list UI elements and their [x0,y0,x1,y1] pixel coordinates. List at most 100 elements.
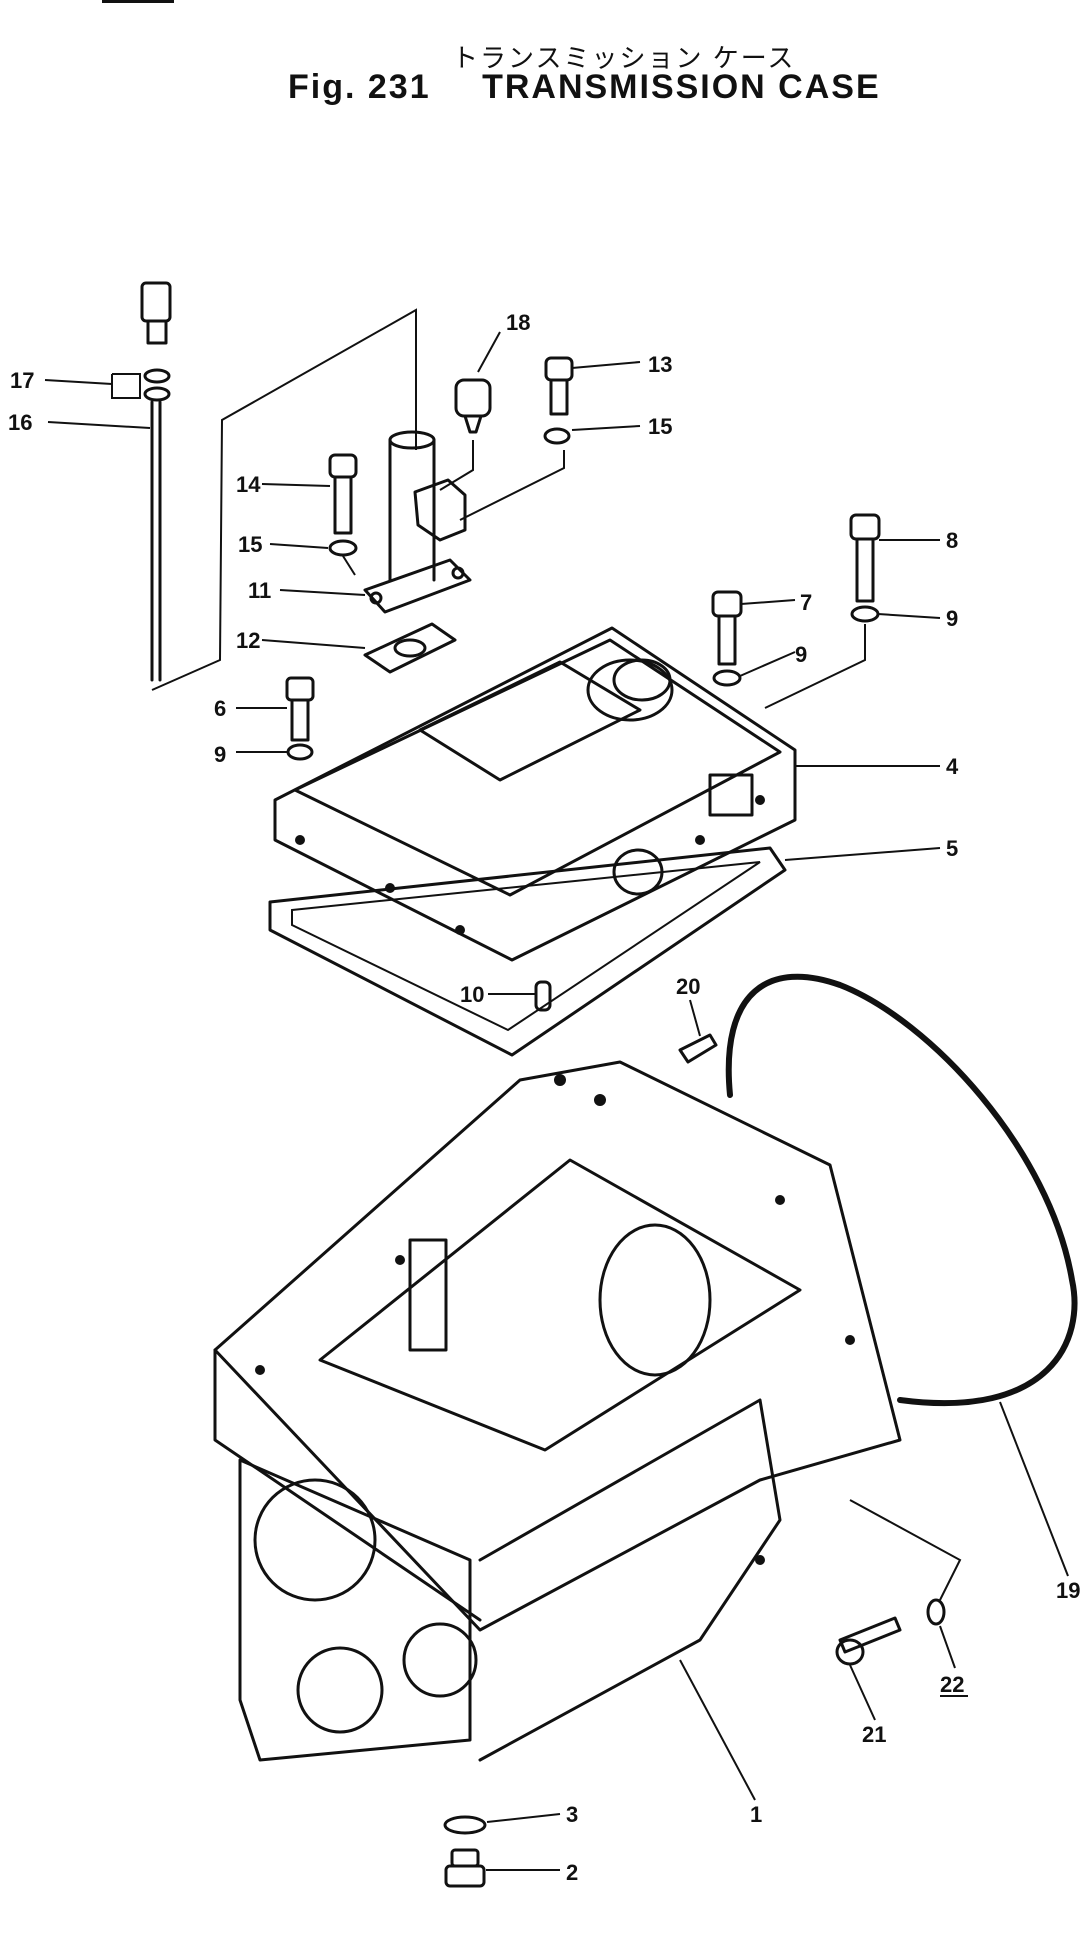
leader-9b [739,651,796,677]
top-rule [102,0,174,3]
leader-7 [740,599,796,605]
case-large-bore [253,1478,377,1602]
bolt-7 [711,590,743,666]
leader-20 [689,999,701,1037]
callout-1: 1 [750,1802,762,1827]
cover-bolt-hole [695,835,705,845]
bolt-6-shank [290,698,310,742]
cover-outline [273,626,797,962]
case-rear-bore [598,1223,712,1377]
leader-16 [47,421,151,429]
leader-lines [44,331,1069,1871]
callout-21: 21 [862,1722,886,1747]
dipstick-assembly [140,281,172,682]
callout-10: 10 [460,982,484,1007]
case-cylinder-body [478,1398,782,1762]
drain-plug-2 [444,1848,486,1888]
bolt-21-guide [849,1499,962,1601]
washer-15-left [328,539,358,557]
leader-15b [571,425,641,431]
bolt-14-head [328,453,358,479]
leader-17-bracket [111,373,141,399]
leader-11 [279,589,366,596]
leader-21 [849,1664,876,1721]
leader-3 [486,1813,561,1823]
bolt-6 [285,676,315,742]
case-bolt-hole [255,1365,265,1375]
leader-22 [939,1625,956,1669]
bolt-8 [849,513,881,603]
breather-bracket [413,478,467,542]
bolt-13-shank [549,378,569,416]
callout-15-right: 15 [648,414,672,439]
dipstick-cap-neck [146,319,168,345]
leader-17 [44,379,113,385]
bolt-8-head [849,513,881,541]
callout-9-middle: 9 [795,642,807,667]
callout-19: 19 [1056,1578,1080,1603]
transmission-case [213,1060,902,1762]
assembly-guide-line [151,308,417,691]
case-bolt-hole [594,1094,606,1106]
case-internal-post [408,1238,448,1352]
figure-number: Fig. 231 [288,68,431,106]
bolt-21-shank [838,1616,902,1654]
leader-5 [784,847,941,861]
o-ring-19 [725,973,1078,1407]
callout-14: 14 [236,472,261,497]
filler-tube-assembly [363,430,472,674]
bolt-13 [544,356,574,416]
title-english-line: Fig. 231 TRANSMISSION CASE [288,68,881,107]
callout-labels: 17 16 18 13 15 14 15 11 12 6 9 7 9 8 9 4… [8,310,1080,1885]
case-bolt-hole [755,1555,765,1565]
callout-11: 11 [248,578,271,603]
bolt-7-head [711,590,743,618]
title-japanese: トランスミッション ケース [452,43,796,73]
bolt-7-shank [717,614,737,666]
callout-7: 7 [800,590,812,615]
case-lower-bore-left [296,1646,384,1734]
flange-hole-left [369,591,383,605]
case-bolt-hole [554,1074,566,1086]
case-front-face [238,1458,472,1762]
cover-bolt-hole [295,835,305,845]
bolt-8-shank [855,537,875,603]
leader-19 [999,1401,1069,1577]
callout-4: 4 [946,754,959,779]
callout-12: 12 [236,628,260,653]
pin-20 [678,1033,718,1064]
leader-18 [477,331,501,373]
leader-13 [571,361,641,369]
callout-2: 2 [566,1860,578,1885]
bolt-13-head [544,356,574,382]
leader-15a [269,543,329,549]
leader-1 [679,1659,756,1801]
drain-washer-3 [443,1815,487,1835]
cover-bolt-hole [455,925,465,935]
case-bolt-hole [845,1335,855,1345]
callout-9-right: 9 [946,606,958,631]
breather-assembly [413,378,565,542]
case-bolt-hole [775,1195,785,1205]
bolt-6-head [285,676,315,702]
callout-17: 17 [10,368,34,393]
callout-9-left: 9 [214,742,226,767]
cover-raised-panel [418,660,642,782]
washer-9-right [850,605,880,623]
case-front-edge [213,1348,482,1622]
case-lower-bore-right [402,1622,478,1698]
washer-9-middle [712,669,742,687]
callout-13: 13 [648,352,672,377]
callout-3: 3 [566,1802,578,1827]
washer-9-left [286,743,314,761]
callout-15-left: 15 [238,532,262,557]
cover-gasket [268,846,787,1057]
callout-6: 6 [214,696,226,721]
figure-title: TRANSMISSION CASE [482,68,881,106]
filler-tube-top [388,430,436,450]
drain-plug-body [444,1864,486,1888]
filler-gasket [363,622,457,674]
case-top-opening [318,1158,802,1452]
breather-guide-line [439,440,474,491]
